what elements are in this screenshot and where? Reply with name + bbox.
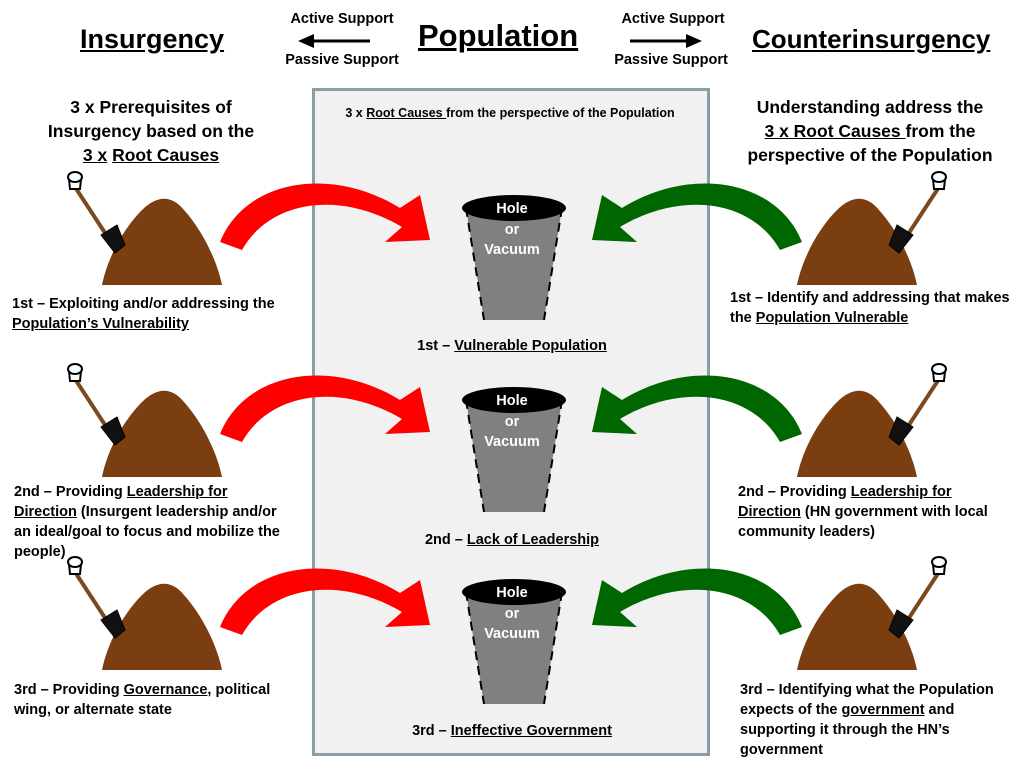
svg-text:or: or <box>505 222 520 238</box>
svg-text:Hole: Hole <box>496 393 527 409</box>
svg-text:or: or <box>505 414 520 430</box>
left-heading: 3 x Prerequisites of Insurgency based on… <box>47 97 255 165</box>
hole-label-1: Hole or Vacuum <box>484 201 540 258</box>
insurgency-curved-arrow-icon <box>220 375 430 442</box>
right-item-3: 3rd – Identifying what the Population ex… <box>740 682 994 758</box>
counterinsurgency-curved-arrow-icon <box>592 568 802 635</box>
counterinsurgency-curved-arrow-icon <box>592 183 802 250</box>
svg-text:Hole: Hole <box>496 201 527 217</box>
hole-label-2: Hole or Vacuum <box>484 393 540 450</box>
left-shovel-icon <box>66 555 127 640</box>
left-item-1: 1st – Exploiting and/or addressing the P… <box>12 296 275 332</box>
right-support-arrow-icon <box>630 34 702 48</box>
right-active-support: Active Support <box>621 11 725 27</box>
left-item-2: 2nd – Providing Leadership for Direction… <box>14 484 280 560</box>
right-passive-support: Passive Support <box>614 52 728 68</box>
right-item-1: 1st – Identify and addressing that makes… <box>730 290 1010 326</box>
left-item-3: 3rd – Providing Governance, political wi… <box>14 682 271 718</box>
counterinsurgency-title: Counterinsurgency <box>752 24 991 54</box>
root-causes-link: Root Causes <box>366 106 447 120</box>
center-row-1-label: 1st – Vulnerable Population <box>417 338 607 354</box>
hole-label-3: Hole or Vacuum <box>484 585 540 642</box>
svg-text:Vacuum: Vacuum <box>484 242 540 258</box>
right-shovel-icon <box>887 555 948 640</box>
svg-text:Hole: Hole <box>496 585 527 601</box>
right-item-2: 2nd – Providing Leadership for Direction… <box>738 484 988 540</box>
right-shovel-icon <box>887 170 948 255</box>
right-heading: Understanding address the 3 x Root Cause… <box>747 97 993 165</box>
left-shovel-icon <box>66 362 127 447</box>
left-active-support: Active Support <box>290 11 394 27</box>
svg-text:Vacuum: Vacuum <box>484 434 540 450</box>
insurgency-title: Insurgency <box>80 24 225 54</box>
counterinsurgency-curved-arrow-icon <box>592 375 802 442</box>
insurgency-curved-arrow-icon <box>220 568 430 635</box>
center-row-2-label: 2nd – Lack of Leadership <box>424 532 600 548</box>
svg-text:or: or <box>505 606 520 622</box>
right-shovel-icon <box>887 362 948 447</box>
center-row-3-label: 3rd – Ineffective Government <box>412 723 612 739</box>
left-passive-support: Passive Support <box>285 52 399 68</box>
svg-text:Vacuum: Vacuum <box>484 626 540 642</box>
center-caption: 3 x Root Causes from the perspective of … <box>345 106 675 120</box>
population-title: Population <box>418 18 579 53</box>
left-shovel-icon <box>66 170 127 255</box>
insurgency-curved-arrow-icon <box>220 183 430 250</box>
left-support-arrow-icon <box>298 34 370 48</box>
